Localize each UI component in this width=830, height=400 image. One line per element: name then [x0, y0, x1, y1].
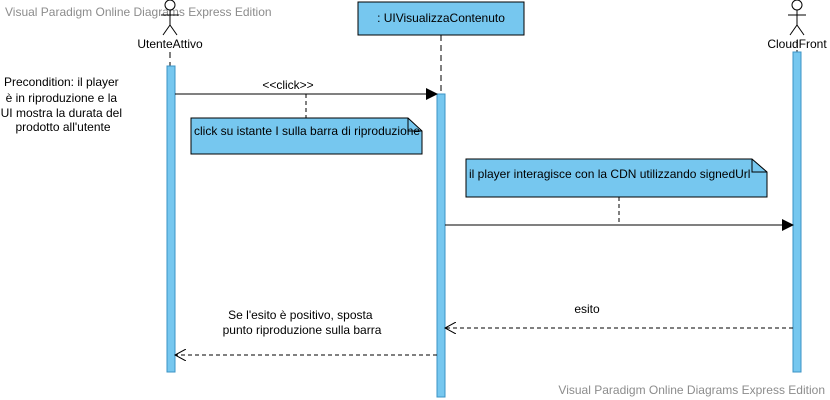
precondition-line: Precondition: il player [4, 75, 119, 89]
note-cdn-box [465, 158, 768, 198]
note-cdn-fold [751, 159, 767, 173]
actor-user-icon [161, 0, 179, 36]
precondition-line: è in riproduzione e la [6, 91, 118, 105]
precondition-text: Precondition: il player è in riproduzion… [1, 75, 126, 134]
message-esito: esito [445, 302, 793, 328]
note-click: click su istante I sulla barra di riprod… [190, 94, 423, 155]
actor-user: UtenteAttivo [137, 0, 203, 51]
activation-user [166, 65, 176, 373]
message-esito-label: esito [574, 302, 600, 316]
precondition-line: prodotto all'utente [15, 120, 110, 134]
watermark-bottom: Visual Paradigm Online Diagrams Express … [558, 383, 825, 397]
note-click-fold [407, 118, 422, 132]
activation-ui [436, 93, 446, 398]
object-ui: : UIVisualizzaContenuto [357, 1, 525, 36]
note-cdn-text: il player interagisce con la CDN utilizz… [469, 167, 750, 181]
message-click-label: <<click>> [262, 78, 313, 92]
watermark-top: Visual Paradigm Online Diagrams Express … [5, 5, 272, 19]
message-result-line: punto riproduzione sulla barra [223, 323, 382, 337]
note-click-text: click su istante I sulla barra di riprod… [194, 124, 420, 138]
precondition-line: UI mostra la durata del [1, 106, 122, 120]
message-result: Se l'esito è positivo, sposta punto ripr… [175, 308, 437, 355]
activation-cdn [792, 51, 802, 373]
actor-user-label: UtenteAttivo [137, 37, 203, 51]
message-result-line: Se l'esito è positivo, sposta [228, 308, 373, 322]
message-click: <<click>> [175, 78, 438, 100]
object-ui-label: : UIVisualizzaContenuto [377, 11, 505, 25]
actor-cdn-icon [788, 0, 806, 36]
note-click-box [190, 117, 423, 155]
note-cdn: il player interagisce con la CDN utilizz… [465, 158, 768, 225]
message-result-label: Se l'esito è positivo, sposta punto ripr… [223, 308, 382, 337]
